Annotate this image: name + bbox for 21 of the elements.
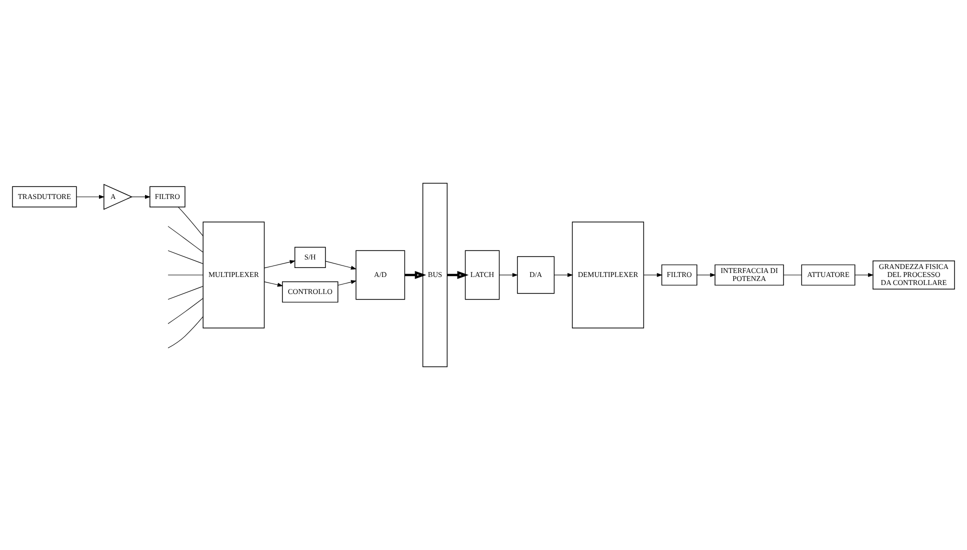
arrow: [131, 194, 151, 199]
arrow: [644, 273, 663, 277]
connector: [168, 226, 204, 252]
arrow: [554, 273, 574, 277]
arrow: [338, 280, 357, 286]
connector: [178, 206, 204, 236]
arrow: [696, 273, 716, 277]
connector: [168, 274, 204, 276]
arrow: [854, 273, 874, 277]
connector: [168, 298, 204, 324]
arrow: [264, 282, 284, 287]
arrow: [325, 260, 357, 270]
connector: [168, 316, 204, 348]
arrow: [404, 271, 426, 279]
arrow: [264, 260, 296, 268]
arrow: [499, 273, 518, 277]
connector: [783, 274, 802, 276]
arrow: [447, 271, 469, 279]
connector: [168, 250, 204, 264]
connector: [168, 286, 204, 300]
arrow: [76, 194, 105, 199]
